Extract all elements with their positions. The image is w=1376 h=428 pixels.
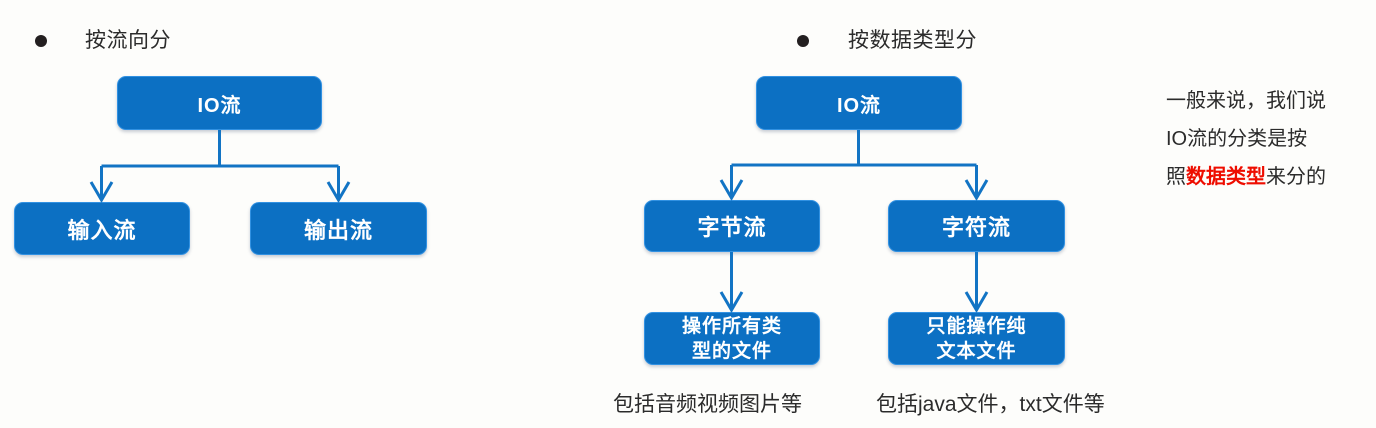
arrowhead-output-stream — [326, 181, 351, 203]
side-note-line-3-suffix: 来分的 — [1266, 166, 1326, 188]
node-character-stream[interactable]: 字符流 — [888, 200, 1065, 252]
node-output-stream[interactable]: 输出流 — [250, 202, 427, 255]
side-note-line-1: 一般来说，我们说 — [1166, 90, 1326, 112]
side-note: 一般来说，我们说 IO流的分类是按 照数据类型来分的 — [1166, 82, 1371, 196]
node-byte-stream[interactable]: 字节流 — [644, 200, 820, 252]
bullet-dot-icon — [35, 35, 47, 47]
side-note-line-2: IO流的分类是按 — [1166, 128, 1308, 150]
node-io-stream-flow-root[interactable]: IO流 — [117, 76, 322, 130]
node-character-stream-detail[interactable]: 只能操作纯 文本文件 — [888, 312, 1065, 365]
node-io-stream-datatype-root[interactable]: IO流 — [756, 76, 962, 130]
section-heading-flow-direction: 按流向分 — [85, 29, 171, 52]
node-input-stream[interactable]: 输入流 — [14, 202, 190, 255]
node-character-stream-detail-line1: 只能操作纯 — [926, 315, 1027, 337]
caption-character-stream-examples: 包括java文件，txt文件等 — [876, 393, 1105, 416]
node-byte-stream-detail[interactable]: 操作所有类 型的文件 — [644, 312, 820, 365]
arrowhead-character-stream — [964, 179, 989, 201]
side-note-line-3: 照数据类型来分的 — [1166, 158, 1371, 196]
node-character-stream-detail-line2: 文本文件 — [936, 340, 1017, 362]
node-byte-stream-detail-line1: 操作所有类 — [681, 315, 782, 337]
section-heading-data-type: 按数据类型分 — [848, 29, 977, 52]
caption-byte-stream-examples: 包括音频视频图片等 — [613, 393, 802, 416]
arrowhead-input-stream — [89, 181, 114, 203]
side-note-highlight: 数据类型 — [1186, 166, 1266, 188]
bullet-dot-icon — [797, 35, 809, 47]
arrowhead-byte-stream-detail — [719, 291, 744, 313]
node-byte-stream-detail-line2: 型的文件 — [691, 340, 772, 362]
side-note-line-3-prefix: 照 — [1166, 166, 1186, 188]
arrowhead-character-stream-detail — [964, 291, 989, 313]
arrowhead-byte-stream — [719, 179, 744, 201]
